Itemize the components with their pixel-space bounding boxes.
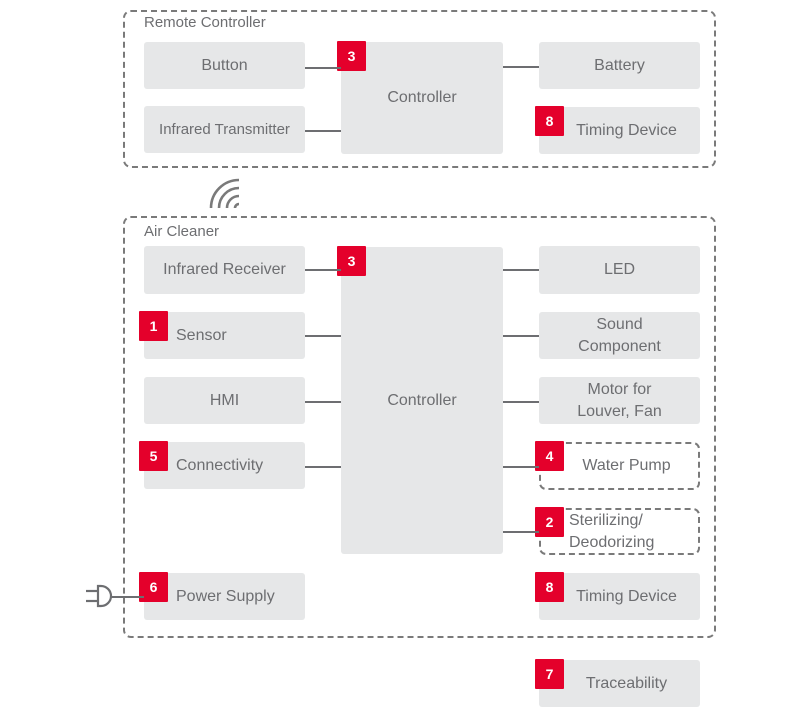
- infrared-transmitter-label: Infrared Transmitter: [159, 120, 290, 138]
- air-cleaner-controller-label: Controller: [387, 391, 457, 409]
- connector-sterilizing: [503, 531, 539, 533]
- sensor-badge: 1: [139, 311, 168, 341]
- connector-connectivity: [305, 466, 341, 468]
- connector-button: [305, 67, 341, 69]
- button-label: Button: [201, 56, 248, 74]
- air-cleaner-group: [123, 216, 716, 638]
- water-pump-badge: 4: [535, 441, 564, 471]
- connector-led: [503, 269, 539, 271]
- sterilizing-badge: 2: [535, 507, 564, 537]
- led-block: LED: [539, 246, 700, 294]
- remote-controller-badge: 3: [337, 41, 366, 71]
- connectivity-block: Connectivity: [144, 442, 305, 489]
- sensor-block: Sensor: [144, 312, 305, 359]
- led-label: LED: [603, 261, 636, 278]
- infrared-transmitter-block: Infrared Transmitter: [144, 106, 305, 153]
- connector-water-pump: [503, 466, 539, 468]
- battery-block: Battery: [539, 42, 700, 89]
- connectivity-badge: 5: [139, 441, 168, 471]
- water-pump-label: Water Pump: [582, 457, 671, 474]
- air-cleaner-timing-device-label: Timing Device: [576, 587, 677, 605]
- connector-sound: [503, 335, 539, 337]
- traceability-badge: 7: [535, 659, 564, 689]
- connector-infrared-transmitter: [305, 130, 341, 132]
- remote-timing-device-block: Timing Device: [539, 107, 700, 154]
- air-cleaner-controller-badge: 3: [337, 246, 366, 276]
- sterilizing-label: Sterilizing/ Deodorizing: [569, 511, 655, 551]
- remote-timing-device-label: Timing Device: [576, 121, 677, 139]
- infrared-receiver-label: Infrared Receiver: [163, 261, 286, 278]
- motor-block: Motor for Louver, Fan: [539, 377, 700, 424]
- air-cleaner-controller-block: Controller: [341, 247, 503, 554]
- power-plug-icon: [86, 584, 113, 608]
- wireless-signal-icon: [209, 178, 240, 209]
- remote-timing-device-badge: 8: [535, 106, 564, 136]
- connector-motor: [503, 401, 539, 403]
- air-cleaner-timing-device-badge: 8: [535, 572, 564, 602]
- sound-component-label: Sound Component: [578, 315, 661, 355]
- traceability-block: Traceability: [539, 660, 700, 707]
- water-pump-block: Water Pump: [539, 442, 700, 490]
- hmi-label: HMI: [209, 391, 240, 409]
- remote-controller-block: Controller: [341, 42, 503, 154]
- sound-component-block: Sound Component: [539, 312, 700, 359]
- connector-infrared-receiver: [305, 269, 341, 271]
- remote-controller-label: Controller: [387, 89, 457, 106]
- infrared-receiver-block: Infrared Receiver: [144, 246, 305, 294]
- button-block: Button: [144, 42, 305, 89]
- hmi-block: HMI: [144, 377, 305, 424]
- remote-controller-title: Remote Controller: [144, 14, 266, 31]
- motor-label: Motor for Louver, Fan: [577, 380, 662, 420]
- connector-sensor: [305, 335, 341, 337]
- connector-hmi: [305, 401, 341, 403]
- air-cleaner-timing-device-block: Timing Device: [539, 573, 700, 620]
- sensor-label: Sensor: [176, 326, 227, 344]
- connectivity-label: Connectivity: [176, 456, 264, 474]
- battery-label: Battery: [594, 56, 645, 74]
- connector-power-supply: [111, 596, 144, 598]
- air-cleaner-title: Air Cleaner: [144, 223, 220, 240]
- power-supply-block: Power Supply: [144, 573, 305, 620]
- traceability-label: Traceability: [585, 674, 668, 692]
- remote-controller-group: [123, 10, 716, 168]
- connector-battery: [503, 66, 539, 68]
- power-supply-label: Power Supply: [176, 587, 275, 605]
